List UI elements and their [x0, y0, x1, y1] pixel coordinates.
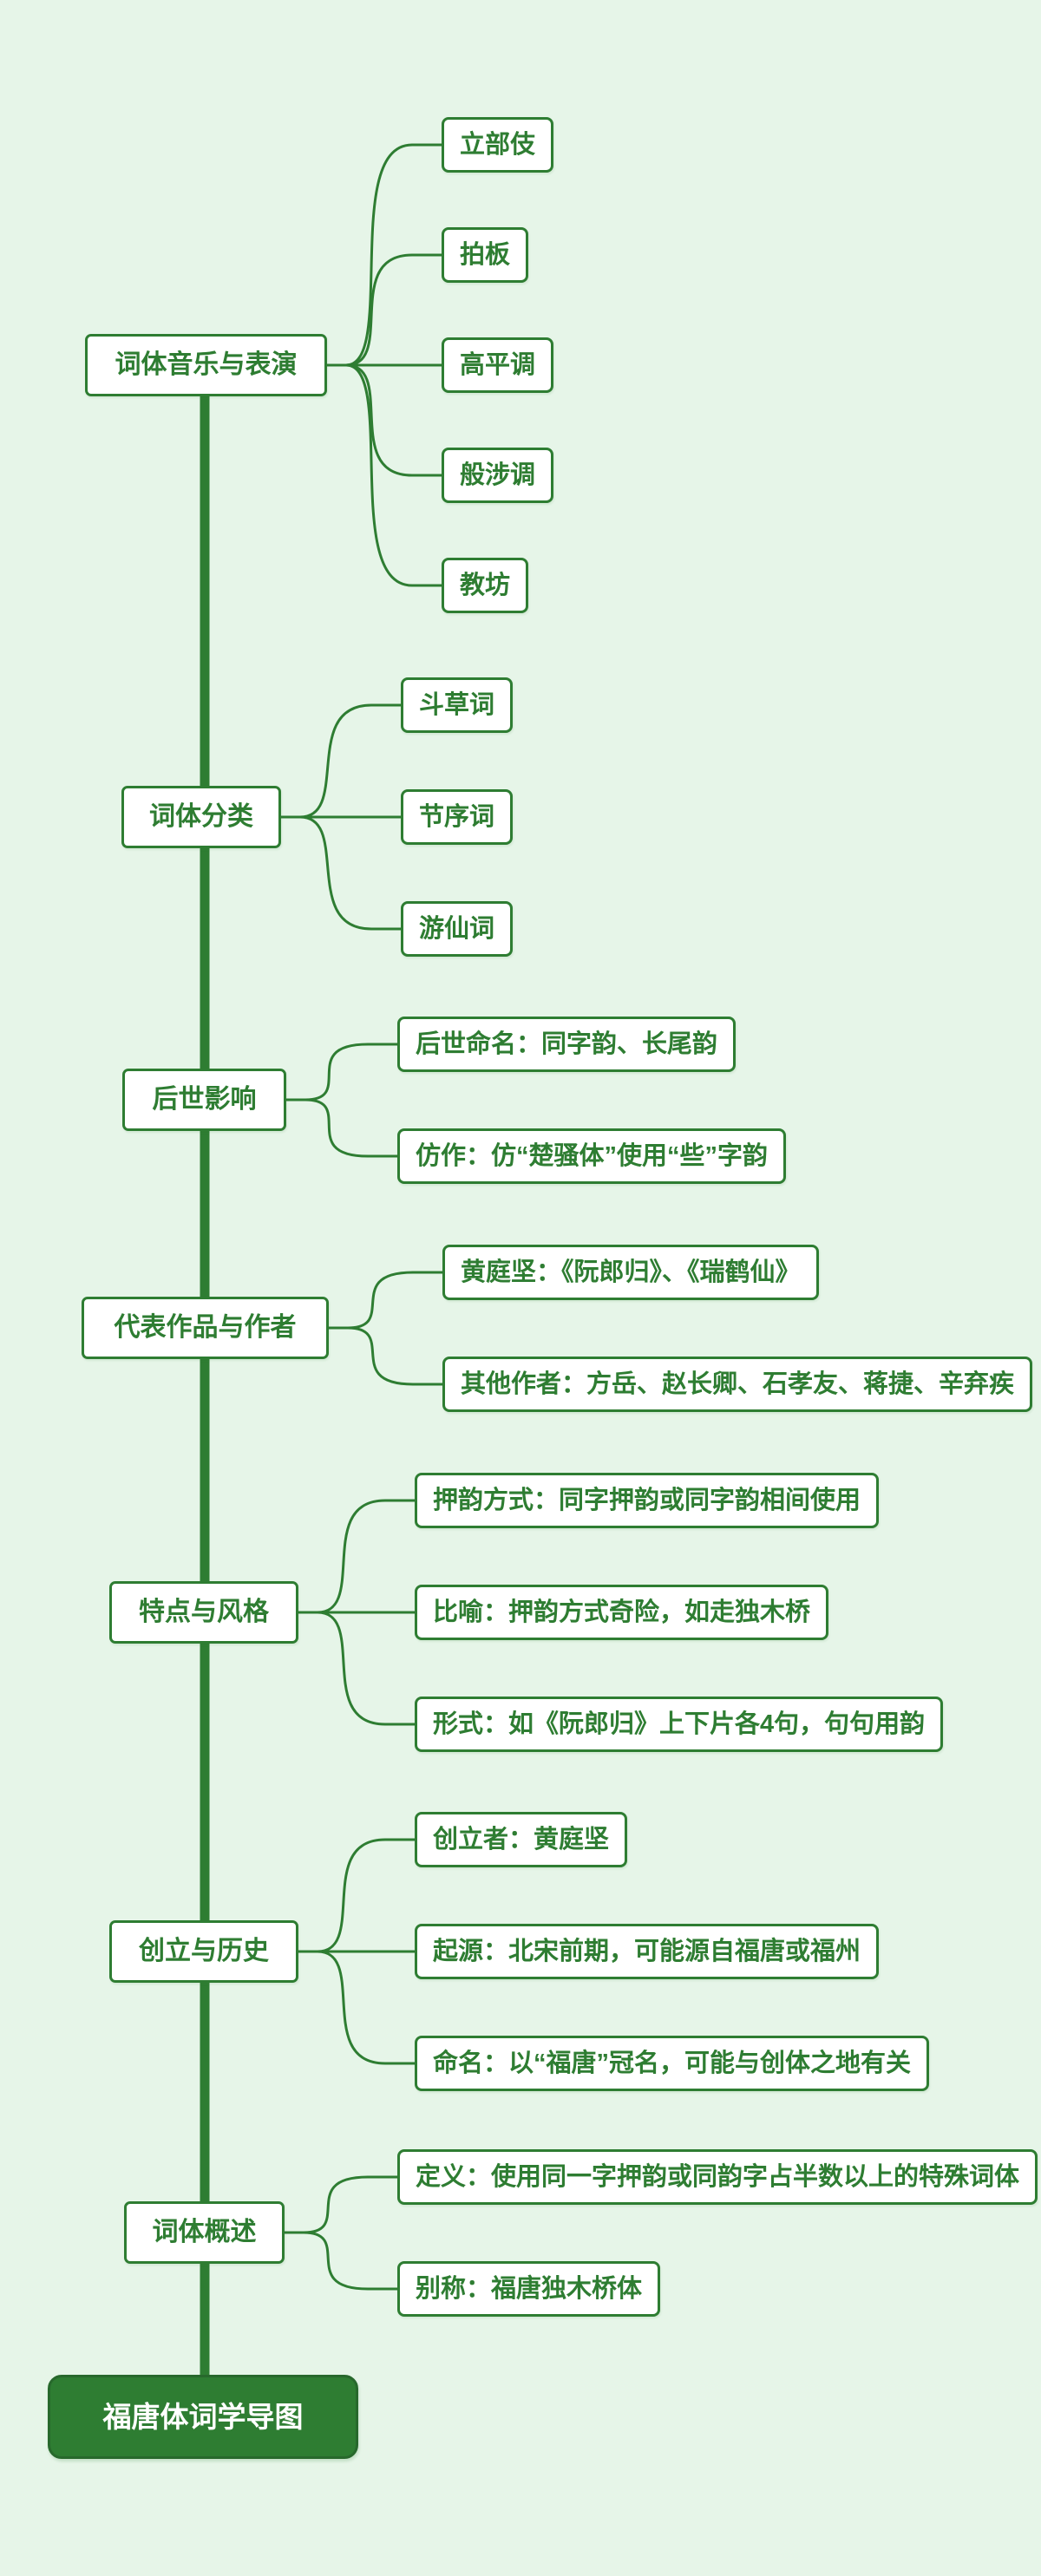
branch-connector [283, 2175, 399, 2234]
leaf-node[interactable]: 斗草词 [401, 677, 514, 733]
leaf-node[interactable]: 创立者：黄庭坚 [415, 1812, 628, 1867]
leaf-node[interactable]: 仿作：仿“楚骚体”使用“些”字韵 [397, 1128, 787, 1184]
branch-node[interactable]: 特点与风格 [109, 1581, 298, 1644]
branch-connector [327, 1271, 444, 1330]
leaf-node[interactable]: 其他作者：方岳、赵长卿、石孝友、蒋捷、辛弃疾 [442, 1357, 1033, 1412]
leaf-node[interactable]: 立部伎 [442, 117, 554, 173]
leaf-node[interactable]: 比喻：押韵方式奇险，如走独木桥 [415, 1585, 829, 1640]
leaf-node[interactable]: 高平调 [442, 337, 554, 393]
leaf-node[interactable]: 节序词 [401, 789, 514, 845]
branch-connector [325, 363, 443, 587]
root-node[interactable]: 福唐体词学导图 [48, 2375, 358, 2459]
branch-connector [297, 1838, 416, 1953]
branch-node[interactable]: 代表作品与作者 [82, 1297, 329, 1359]
leaf-node[interactable]: 后世命名：同字韵、长尾韵 [397, 1017, 737, 1072]
leaf-node[interactable]: 般涉调 [442, 448, 554, 503]
leaf-node[interactable]: 黄庭坚：《阮郎归》、《瑞鹤仙》 [442, 1245, 819, 1300]
branch-connector [283, 2231, 399, 2291]
leaf-node[interactable]: 拍板 [442, 227, 529, 283]
branch-connector [325, 143, 443, 367]
branch-node[interactable]: 词体音乐与表演 [85, 334, 327, 396]
leaf-node[interactable]: 定义：使用同一字押韵或同韵字占半数以上的特殊词体 [397, 2149, 1038, 2205]
trunk-line [200, 365, 210, 2420]
leaf-node[interactable]: 起源：北宋前期，可能源自福唐或福州 [415, 1924, 880, 1979]
branch-node[interactable]: 后世影响 [122, 1069, 286, 1131]
branch-connector [279, 815, 403, 931]
branch-connector [285, 1098, 399, 1158]
branch-connector [325, 363, 443, 477]
branch-connector [327, 1326, 444, 1386]
leaf-node[interactable]: 别称：福唐独木桥体 [397, 2261, 661, 2317]
branch-node[interactable]: 词体分类 [121, 786, 281, 848]
branch-connector [297, 1499, 416, 1614]
branch-connector [325, 253, 443, 367]
branch-connector [297, 1611, 416, 1726]
leaf-node[interactable]: 押韵方式：同字押韵或同字韵相间使用 [415, 1473, 880, 1528]
branch-connector [297, 1950, 416, 2065]
leaf-node[interactable]: 命名：以“福唐”冠名，可能与创体之地有关 [415, 2036, 930, 2091]
branch-connector [279, 703, 403, 819]
leaf-node[interactable]: 教坊 [442, 558, 529, 613]
leaf-node[interactable]: 形式：如《阮郎归》上下片各4句，句句用韵 [415, 1697, 944, 1752]
leaf-node[interactable]: 游仙词 [401, 901, 514, 957]
branch-node[interactable]: 创立与历史 [109, 1920, 298, 1983]
branch-connector [285, 1043, 399, 1102]
branch-node[interactable]: 词体概述 [124, 2201, 285, 2264]
